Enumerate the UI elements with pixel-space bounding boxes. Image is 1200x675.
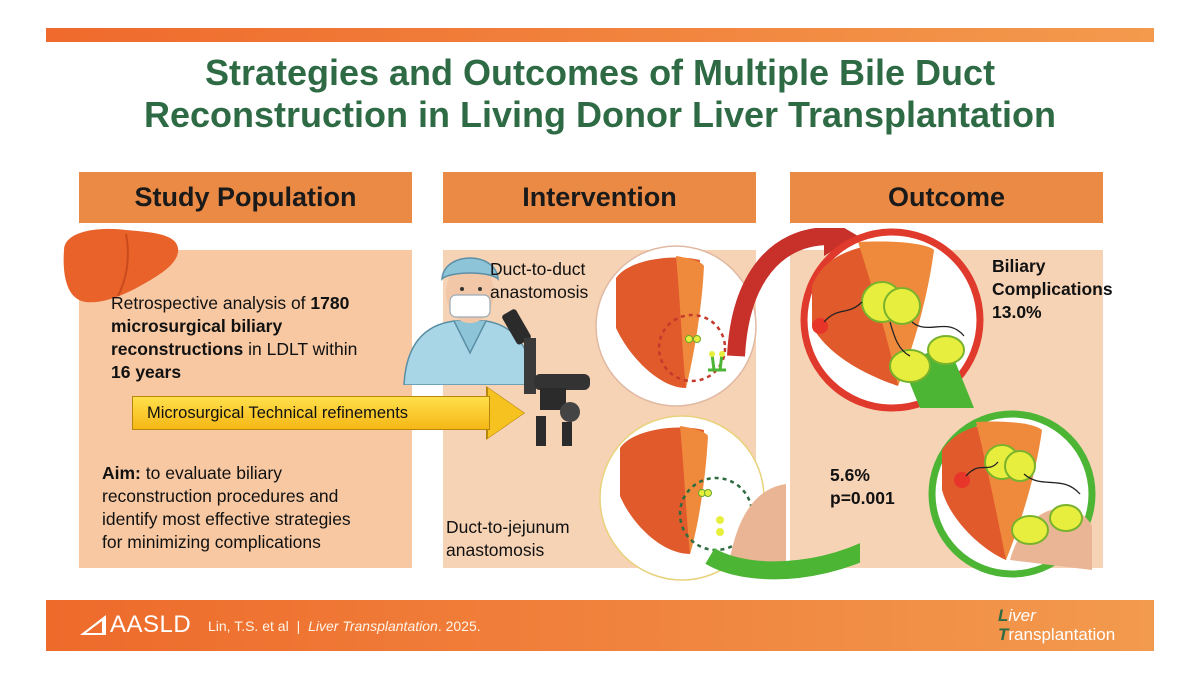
refinement-arrow-head — [488, 388, 524, 438]
refinement-arrow: Microsurgical Technical refinements — [132, 396, 490, 430]
journal-logo: Liver Transplantation — [998, 606, 1115, 644]
population-text-3: reconstructions — [111, 339, 244, 359]
duct-to-duct-line-2: anastomosis — [490, 282, 589, 302]
journal-logo-line-1: iver — [1008, 606, 1036, 625]
aasld-logo-icon — [80, 615, 106, 635]
duct-to-jejunum-diagram — [599, 415, 786, 581]
population-years: 16 years — [111, 362, 182, 382]
title-line-2: Reconstruction in Living Donor Liver Tra… — [143, 94, 1057, 135]
aim-line-4: for minimizing complications — [102, 532, 321, 552]
p-value: p=0.001 — [830, 488, 895, 508]
header-outcome: Outcome — [790, 172, 1103, 223]
population-text-1: Retrospective analysis of — [111, 293, 311, 313]
duct-to-duct-line-1: Duct-to-duct — [490, 259, 586, 279]
duct-to-jejunum-line-1: Duct-to-jejunum — [446, 517, 570, 537]
bc-line-2: Complications — [992, 279, 1113, 299]
bc-value: 13.0% — [992, 302, 1042, 322]
citation-separator: | — [296, 618, 301, 634]
connector-arrows — [705, 228, 860, 580]
intervention-diagrams — [595, 245, 786, 581]
complication-diagram — [800, 228, 984, 412]
footer-bar — [46, 600, 1154, 651]
population-count: 1780 — [310, 293, 350, 313]
aim-label: Aim: — [102, 463, 141, 483]
page-title: Strategies and Outcomes of Multiple Bile… — [46, 52, 1154, 136]
header-intervention: Intervention — [443, 172, 756, 223]
header-study-population: Study Population — [79, 172, 412, 223]
aim-line-3: identify most effective strategies — [102, 509, 351, 529]
population-text-2: microsurgical biliary — [111, 316, 283, 336]
red-arrow-head — [824, 228, 858, 256]
red-curved-arrow — [727, 228, 831, 357]
liver-icon — [63, 228, 179, 303]
aim-text: Aim: to evaluate biliary reconstruction … — [102, 462, 407, 554]
aim-line-2: reconstruction procedures and — [102, 486, 339, 506]
aim-line-1: to evaluate biliary — [140, 463, 282, 483]
population-description: Retrospective analysis of 1780 microsurg… — [111, 292, 411, 384]
duct-to-jejunum-label: Duct-to-jejunum anastomosis — [446, 516, 606, 562]
improved-outcome-label: 5.6% p=0.001 — [830, 464, 940, 510]
citation: Lin, T.S. et al | Liver Transplantation.… — [208, 618, 481, 634]
citation-authors: Lin, T.S. et al — [208, 618, 289, 634]
green-curved-arrow — [705, 543, 860, 580]
top-accent-bar — [46, 28, 1154, 42]
duct-to-duct-label: Duct-to-duct anastomosis — [490, 258, 620, 304]
duct-to-jejunum-line-2: anastomosis — [446, 540, 545, 560]
improved-value: 5.6% — [830, 465, 870, 485]
refinement-label: Microsurgical Technical refinements — [147, 403, 409, 422]
duct-to-duct-diagram — [595, 245, 757, 407]
title-line-1: Strategies and Outcomes of Multiple Bile… — [204, 52, 996, 93]
citation-year: . 2025. — [437, 618, 481, 634]
journal-logo-line-2: ransplantation — [1008, 625, 1116, 644]
aasld-logo-text: AASLD — [110, 611, 192, 638]
journal-logo-t: T — [998, 625, 1009, 644]
population-text-4: in LDLT within — [243, 339, 358, 359]
journal-logo-l: L — [998, 606, 1009, 625]
bc-line-1: Biliary — [992, 256, 1046, 276]
citation-journal: Liver Transplantation — [308, 618, 438, 634]
biliary-complications-label: Biliary Complications 13.0% — [992, 255, 1142, 324]
improved-diagram — [928, 410, 1096, 578]
microscope-icon — [502, 309, 590, 446]
